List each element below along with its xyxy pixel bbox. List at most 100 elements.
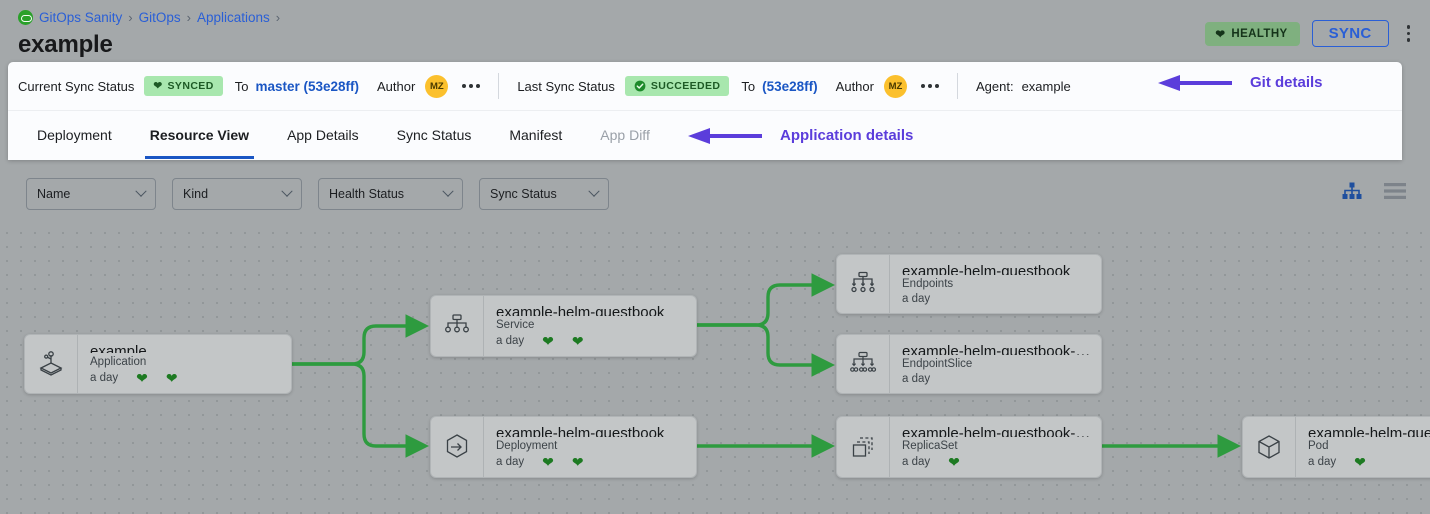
graph-node-deployment[interactable]: example-helm-guestbook Deployment a day …	[430, 416, 697, 478]
node-kind: Application	[90, 356, 147, 368]
last-revision-link[interactable]: (53e28ff)	[762, 78, 818, 94]
filter-health-status-label: Health Status	[329, 187, 405, 201]
node-kind: Pod	[1308, 440, 1329, 452]
status-badge-healthy: ❤ HEALTHY	[1205, 21, 1300, 46]
page-header: GitOps Sanity › GitOps › Applications › …	[0, 0, 1430, 62]
last-sync-status-group: Last Sync Status SUCCEEDED To (53e28ff) …	[517, 74, 939, 98]
tab-app-details[interactable]: App Details	[287, 127, 359, 143]
graph-node-application[interactable]: example Application a day ❤ ❤	[24, 334, 292, 394]
tab-resource-view[interactable]: Resource View	[131, 111, 268, 159]
node-meta: a day	[902, 293, 1091, 305]
graph-node-endpointslice[interactable]: example-helm-guestbook-ct... EndpointSli…	[836, 334, 1102, 394]
deployment-icon	[431, 417, 483, 477]
node-body: example-helm-guestbook-74... ReplicaSet …	[889, 417, 1101, 477]
node-health-icons: ❤ ❤	[542, 334, 583, 348]
header-actions: ❤ HEALTHY SYNC	[1205, 20, 1416, 47]
breadcrumb-item-gitops[interactable]: GitOps	[138, 10, 181, 25]
gitops-logo-icon	[18, 10, 33, 25]
graph-node-service[interactable]: example-helm-guestbook Service a day ❤ ❤	[430, 295, 697, 357]
node-body: example-helm-guestbook Service a day ❤ ❤	[483, 296, 696, 356]
node-body: example-helm-guestbook Deployment a day …	[483, 417, 696, 477]
tab-deployment[interactable]: Deployment	[37, 127, 112, 143]
tab-manifest[interactable]: Manifest	[509, 127, 563, 143]
filter-sync-status-label: Sync Status	[490, 187, 557, 201]
sync-status-bar: Current Sync Status ❤ SYNCED To master (…	[8, 62, 1402, 111]
node-age: a day	[496, 335, 525, 347]
node-name: example-helm-guestbook	[902, 263, 1071, 275]
node-meta: a day ❤	[902, 455, 1091, 469]
check-circle-icon	[634, 80, 646, 92]
sync-button[interactable]: SYNC	[1311, 20, 1389, 47]
last-to-label: To	[741, 78, 756, 94]
current-more-icon[interactable]	[462, 84, 481, 88]
heart-icon: ❤	[165, 370, 178, 386]
application-icon	[25, 335, 77, 393]
page-title: example	[18, 31, 113, 58]
node-name: example-helm-guestbook-74...	[902, 425, 1091, 437]
heart-icon: ❤	[571, 333, 584, 349]
heart-icon: ❤	[571, 454, 584, 470]
tab-sync-status[interactable]: Sync Status	[396, 127, 472, 143]
node-name: example-helm-guestbook	[496, 425, 665, 437]
filter-kind-label: Kind	[183, 187, 209, 201]
avatar[interactable]: MZ	[425, 74, 449, 98]
node-age: a day	[902, 373, 931, 385]
node-meta: a day ❤	[1308, 455, 1430, 469]
application-info-card: Current Sync Status ❤ SYNCED To master (…	[8, 62, 1402, 160]
node-health-icons: ❤	[1354, 455, 1366, 469]
heart-icon: ❤	[948, 454, 960, 470]
filter-kind[interactable]: Kind	[172, 178, 302, 210]
filter-group: Name Kind Health Status Sync Status	[26, 178, 609, 210]
graph-edges	[292, 273, 1242, 458]
current-author-label: Author	[377, 78, 416, 94]
current-sync-status-group: Current Sync Status ❤ SYNCED To master (…	[18, 74, 481, 98]
avatar[interactable]: MZ	[883, 74, 907, 98]
breadcrumb-item-applications[interactable]: Applications	[196, 10, 270, 25]
heart-icon: ❤	[1215, 28, 1226, 41]
graph-node-pod[interactable]: example-helm-guest Pod a day ❤	[1242, 416, 1430, 478]
node-health-icons: ❤ ❤	[136, 371, 177, 385]
node-name: example	[90, 343, 147, 353]
annotation-arrow-icon	[688, 127, 762, 144]
heart-icon: ❤	[153, 80, 163, 92]
filter-name[interactable]: Name	[26, 178, 156, 210]
current-revision-link[interactable]: master (53e28ff)	[255, 78, 359, 94]
node-body: example-helm-guestbook Endpoints a day	[889, 255, 1101, 313]
pod-icon	[1243, 417, 1295, 477]
view-toggle-group	[1342, 182, 1406, 205]
divider	[498, 73, 500, 99]
kebab-menu-icon[interactable]	[1401, 21, 1417, 46]
endpoints-icon	[837, 255, 889, 313]
last-sync-status-label: Last Sync Status	[517, 78, 615, 94]
node-name: example-helm-guestbook-ct...	[902, 343, 1091, 355]
chevron-down-icon	[281, 185, 293, 197]
breadcrumb-separator: ›	[128, 10, 133, 25]
last-more-icon[interactable]	[920, 84, 939, 88]
tree-view-icon[interactable]	[1342, 182, 1362, 205]
filter-name-label: Name	[37, 187, 71, 201]
annotation-git-details-label: Git details	[1250, 74, 1323, 91]
breadcrumb-item-gitops-sanity[interactable]: GitOps Sanity	[39, 10, 123, 25]
synced-badge-label: SYNCED	[167, 80, 214, 92]
list-view-icon[interactable]	[1384, 182, 1406, 205]
graph-node-replicaset[interactable]: example-helm-guestbook-74... ReplicaSet …	[836, 416, 1102, 478]
agent-label: Agent:	[975, 78, 1014, 94]
heart-icon: ❤	[136, 370, 148, 386]
filter-sync-status[interactable]: Sync Status	[479, 178, 609, 210]
node-body: example Application a day ❤ ❤	[77, 335, 291, 393]
node-meta: a day ❤ ❤	[496, 455, 686, 469]
heart-icon: ❤	[542, 333, 554, 349]
status-badge-succeeded: SUCCEEDED	[624, 76, 730, 96]
breadcrumb-separator: ›	[186, 10, 191, 25]
annotation-arrow-icon	[1158, 74, 1232, 91]
current-sync-status-label: Current Sync Status	[18, 78, 135, 94]
node-age: a day	[90, 372, 119, 384]
node-age: a day	[902, 456, 931, 468]
current-to-label: To	[234, 78, 249, 94]
filter-health-status[interactable]: Health Status	[318, 178, 463, 210]
service-icon	[431, 296, 483, 356]
heart-icon: ❤	[542, 454, 554, 470]
resource-graph-canvas[interactable]: example Application a day ❤ ❤ example-h	[0, 226, 1430, 514]
graph-node-endpoints[interactable]: example-helm-guestbook Endpoints a day	[836, 254, 1102, 314]
heart-icon: ❤	[1354, 454, 1366, 470]
